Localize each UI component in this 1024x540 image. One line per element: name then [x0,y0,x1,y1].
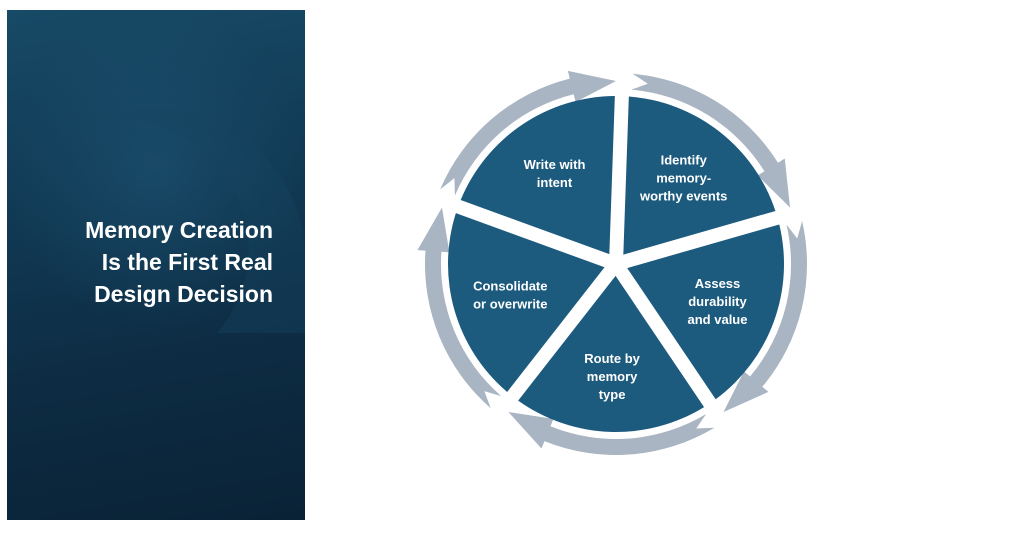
cycle-step-label: Route by memory type [584,351,640,402]
cycle-arrows [417,70,807,455]
cycle-step-label-line: durability [688,294,747,309]
cycle-step-label-line: Consolidate [473,278,547,293]
cycle-step-label: Consolidate or overwrite [473,278,547,311]
slide-title-line: Memory Creation [85,217,273,243]
cycle-step-label: Assess durability and value [688,276,748,327]
cycle-segment [460,96,615,255]
cycle-step-label-line: or overwrite [473,296,547,311]
cycle-arrow [417,207,502,409]
cycle-segments [447,96,784,433]
cycle-step-label-line: memory [587,369,638,384]
cycle-segment [447,213,605,392]
slide-title: Memory Creation Is the First Real Design… [23,214,273,310]
cycle-step-label-line: memory- [656,170,711,185]
cycle-arrow [508,412,715,455]
title-panel: Memory Creation Is the First Real Design… [7,10,305,520]
cycle-segment [518,275,705,433]
cycle-step-label-line: Identify [661,152,708,167]
cycle-step-label: Identify memory-worthy events [639,152,727,203]
cycle-arrow [631,73,791,208]
cycle-segment [627,224,784,400]
cycle-step-label-line: Assess [695,276,741,291]
cycle-step-label-line: and value [688,312,748,327]
cycle-step-label-line: type [599,387,626,402]
cycle-arrow [723,221,807,413]
cycle-step-label: Write with intent [524,157,586,190]
cycle-segment [623,96,776,255]
cycle-step-label-line: Route by [584,351,640,366]
cycle-arrow [440,70,616,196]
panel-decoration [7,10,305,333]
slide-title-line: Design Decision [94,281,273,307]
cycle-step-label-line: intent [537,175,573,190]
cycle-step-label-line: Write with [524,157,586,172]
cycle-step-label-line: worthy events [639,188,727,203]
slide-title-line: Is the First Real [101,249,273,275]
